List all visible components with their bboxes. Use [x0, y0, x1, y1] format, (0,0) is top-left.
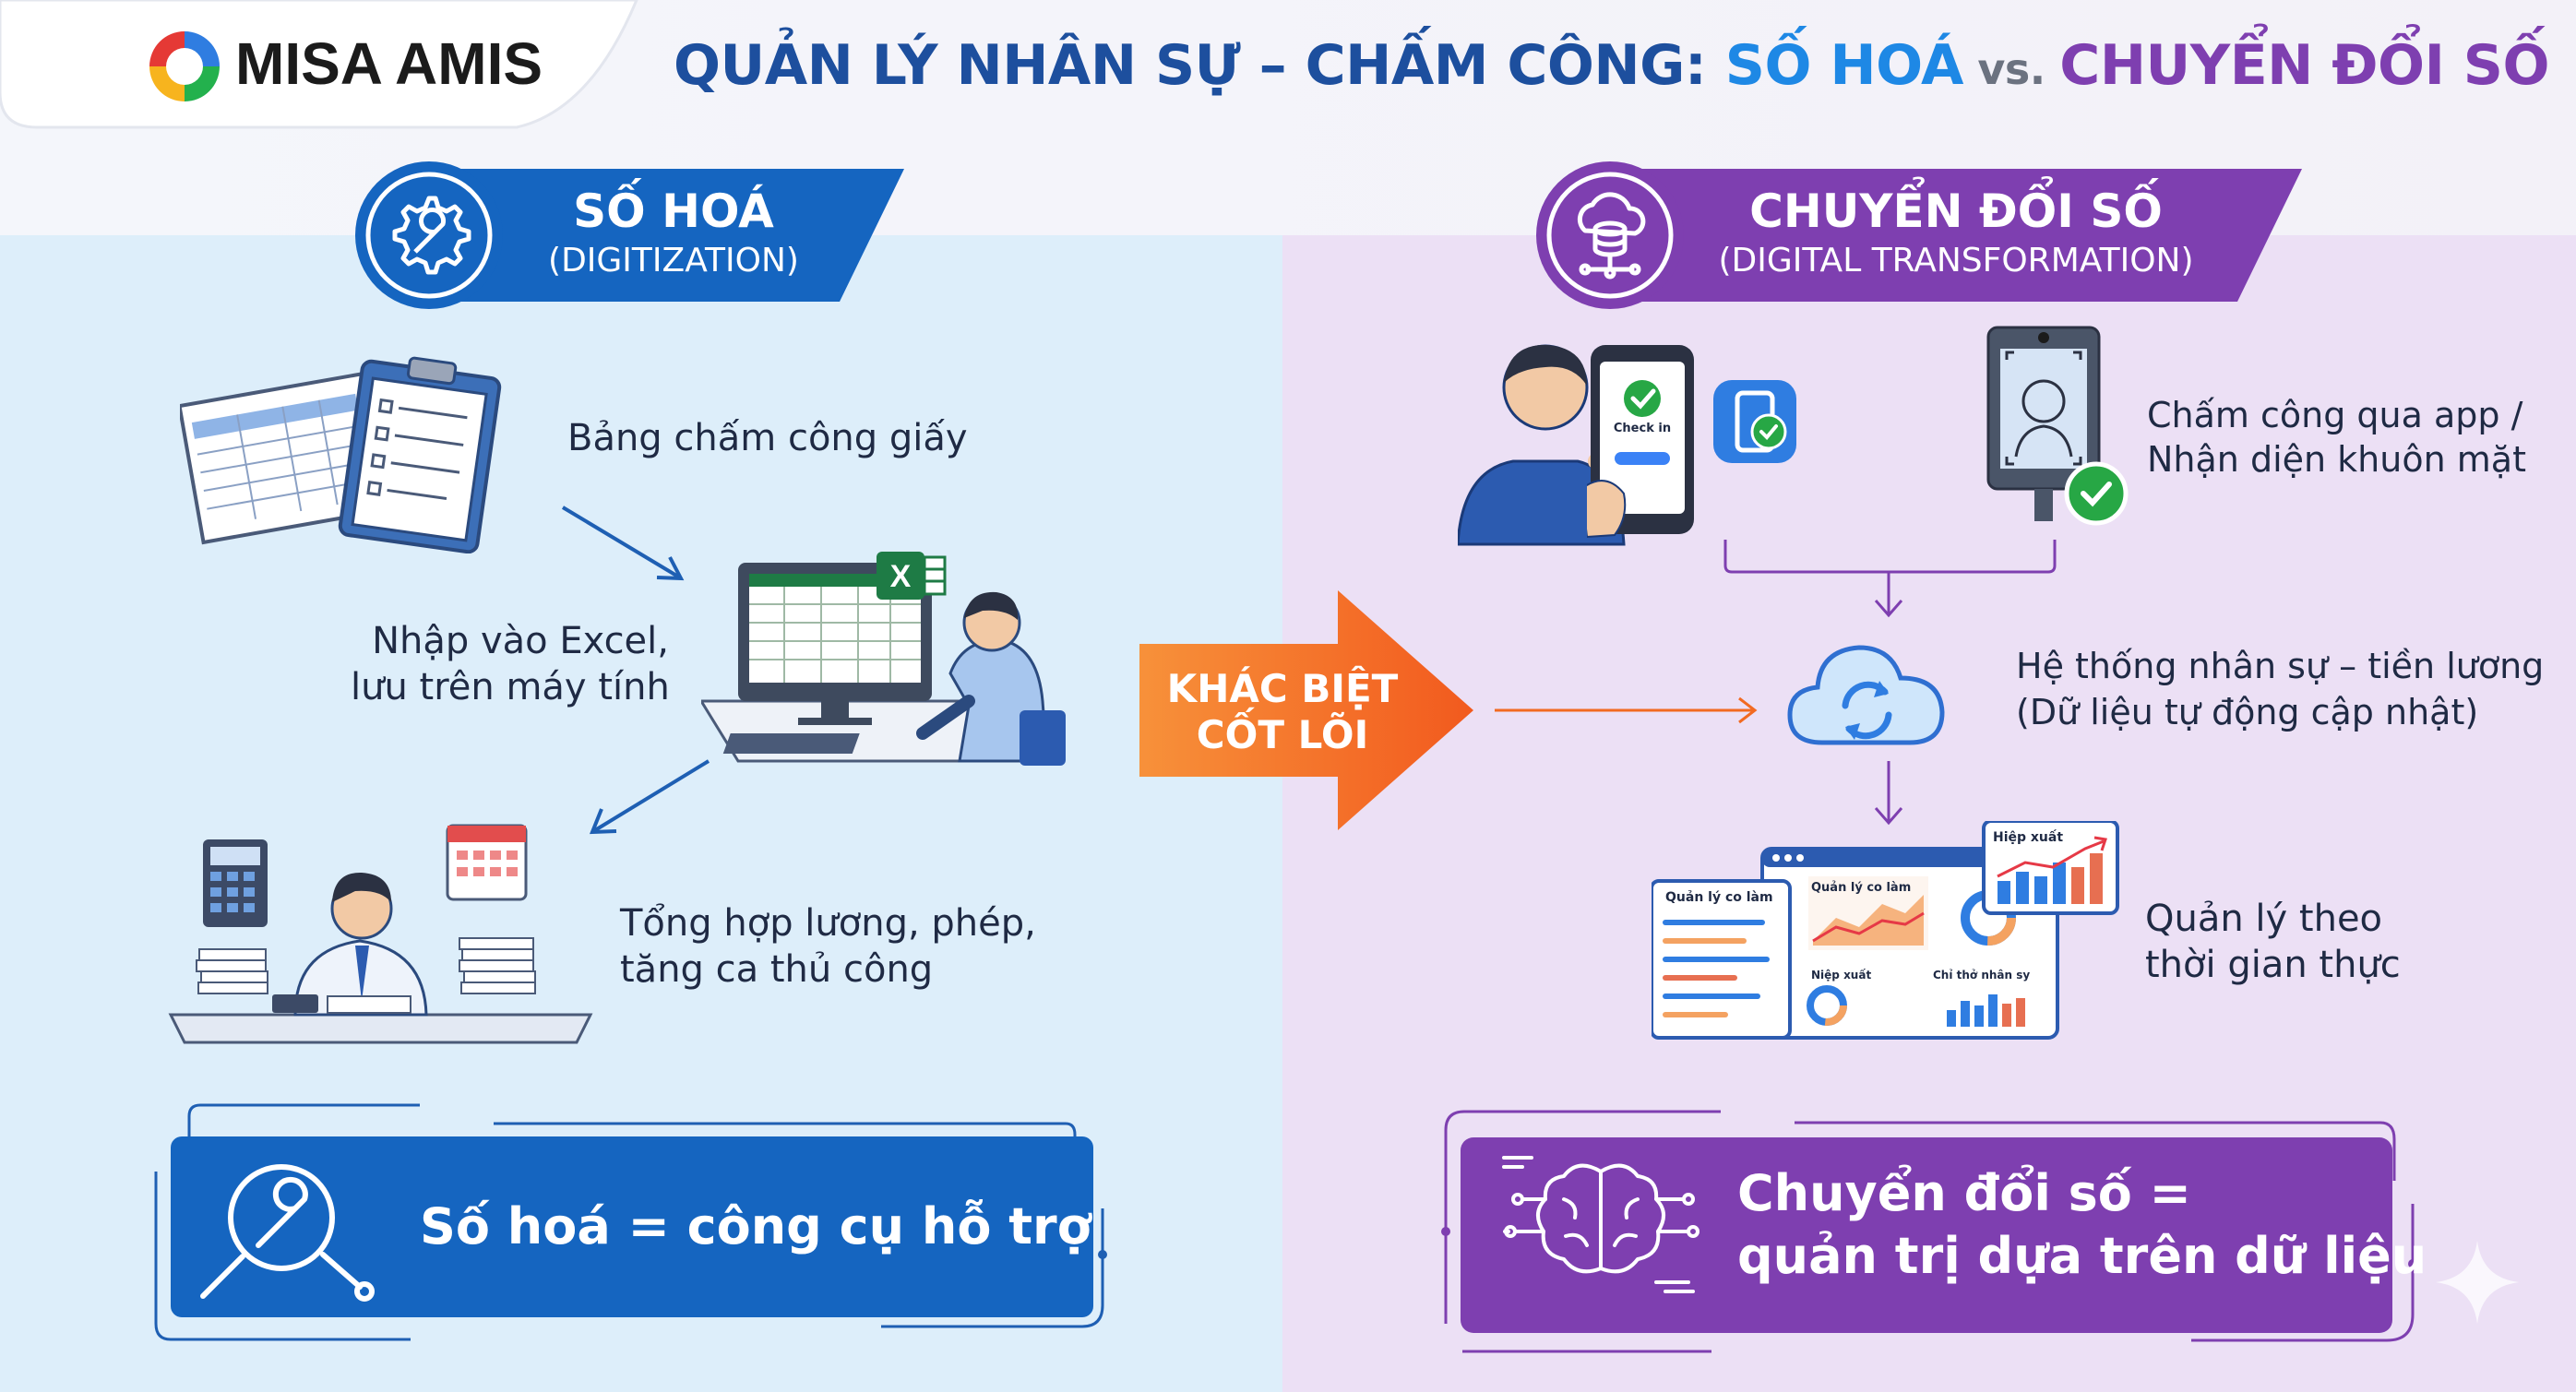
left-step3-line2: tăng ca thủ công [620, 948, 934, 991]
right-step1-line2: Nhận diện khuôn mặt [2147, 439, 2526, 480]
right-connectors [1495, 540, 2057, 826]
right-step3-line1: Quản lý theo [2145, 898, 2383, 940]
cloud-database-icon [1577, 192, 1646, 280]
dashboard-label-1: Quản lý co làm [1665, 890, 1773, 905]
title-part1: QUẢN LÝ NHÂN SỰ – CHẤM CÔNG: [674, 33, 1725, 98]
right-summary-line2: quản trị dựa trên dữ liệu [1737, 1227, 2427, 1285]
left-step3-line1: Tổng hợp lương, phép, [620, 902, 1036, 945]
left-summary-frame [154, 1103, 1107, 1341]
right-summary-frame [1441, 1110, 2417, 1353]
arrow-down-left-icon [589, 759, 710, 835]
right-header-title: CHUYỂN ĐỔI SỐ [1749, 184, 2163, 238]
cloud-sync-icon [1787, 645, 1945, 745]
person-phone-icon [1458, 344, 1626, 546]
title-part3: vs. [1962, 44, 2060, 94]
center-line2: CỐT LÕI [1196, 712, 1369, 757]
left-step2-line1: Nhập vào Excel, [372, 620, 669, 662]
app-check-icon [1713, 380, 1796, 463]
left-header-subtitle: (DIGITIZATION) [548, 242, 799, 280]
gear-wrench-icon [392, 196, 471, 275]
logo-text: MISA AMIS [235, 30, 543, 97]
manual-payroll-icon [168, 824, 593, 1044]
right-step2-line1: Hệ thống nhân sự – tiền lương [2016, 646, 2545, 686]
dashboard-label-4: Niệp xuất [1811, 969, 1872, 982]
left-step1-label: Bảng chấm công giấy [567, 417, 968, 459]
right-step3-line2: thời gian thực [2145, 944, 2401, 986]
right-step1-line1: Chấm công qua app / [2147, 395, 2523, 435]
logo-badge [0, 0, 638, 129]
left-header-title: SỐ HOÁ [573, 184, 774, 238]
right-header-subtitle: (DIGITAL TRANSFORMATION) [1718, 242, 2194, 280]
sparkle-icon [2436, 1241, 2519, 1324]
dashboard-label-5: Chỉ thở nhân sy [1933, 969, 2031, 982]
phone-checkin-icon [1587, 345, 1694, 539]
logo-icon [149, 31, 220, 101]
left-step2-line2: lưu trên máy tính [351, 666, 670, 708]
dashboard-label-3: Hiệp xuất [1993, 830, 2064, 845]
dashboard-icon [1652, 821, 2119, 1040]
title-part4: CHUYỂN ĐỔI SỐ [2059, 33, 2549, 98]
dashboard-label-2: Quản lý co làm [1811, 881, 1912, 895]
face-recognition-icon [1986, 326, 2129, 526]
paper-timesheet-icon [180, 356, 502, 553]
right-summary-line1: Chuyển đổi số = [1737, 1164, 2191, 1222]
left-summary-text: Số hoá = công cụ hỗ trợ [420, 1197, 1091, 1255]
search-wrench-icon [200, 1164, 375, 1302]
right-step2-line2: (Dữ liệu tự động cập nhật) [2016, 692, 2479, 732]
svg-text:X: X [890, 559, 912, 594]
page-title: QUẢN LÝ NHÂN SỰ – CHẤM CÔNG: SỐ HOÁ vs. … [674, 33, 2549, 98]
phone-checkin-label: Check in [1613, 422, 1672, 435]
center-arrow [1139, 590, 1473, 830]
excel-computer-icon: X [701, 552, 1066, 766]
ai-brain-icon [1502, 1156, 1699, 1293]
arrow-down-right-icon [561, 506, 685, 581]
title-part2: SỐ HOÁ [1724, 33, 1964, 98]
center-line1: KHÁC BIỆT [1166, 666, 1399, 711]
